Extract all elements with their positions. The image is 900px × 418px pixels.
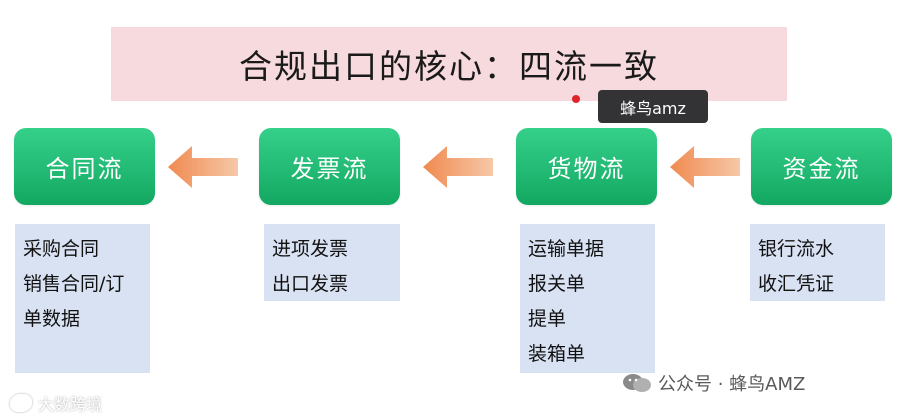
flow-box-funds: 资金流 xyxy=(751,128,892,205)
red-dot-marker xyxy=(572,95,580,103)
doc-item: 销售合同/订 xyxy=(23,273,125,295)
doc-list-funds: 银行流水 收汇凭证 xyxy=(750,224,885,301)
wechat-icon xyxy=(623,374,651,392)
doc-item: 报关单 xyxy=(528,273,586,295)
title-banner: 合规出口的核心：四流一致 xyxy=(111,27,787,101)
doc-item: 收汇凭证 xyxy=(758,273,835,295)
doc-item: 出口发票 xyxy=(272,273,349,295)
left-arrow-icon xyxy=(423,146,493,188)
doc-item: 装箱单 xyxy=(528,343,586,365)
doc-list-goods: 运输单据 报关单 提单 装箱单 xyxy=(520,224,655,373)
watermark-right: 公众号 · 蜂鸟AMZ xyxy=(622,368,805,398)
watermark-right-text: 公众号 · 蜂鸟AMZ xyxy=(658,374,806,395)
watermark-left-text: 大数跨境 xyxy=(38,395,103,414)
diagram-title: 合规出口的核心：四流一致 xyxy=(239,47,659,86)
doc-item: 采购合同 xyxy=(23,238,100,260)
watermark-left: 大数跨境 xyxy=(10,391,102,415)
doc-item: 银行流水 xyxy=(758,238,835,260)
brand-logo-icon xyxy=(10,394,32,412)
doc-item: 进项发票 xyxy=(272,238,349,260)
doc-list-invoice: 进项发票 出口发票 xyxy=(264,224,400,301)
doc-item: 提单 xyxy=(528,308,567,330)
flow-box-invoice: 发票流 xyxy=(259,128,400,205)
left-arrow-icon xyxy=(670,146,740,188)
author-tooltip: 蜂鸟amz xyxy=(598,90,708,123)
left-arrow-icon xyxy=(168,146,238,188)
flow-box-goods: 货物流 xyxy=(516,128,657,205)
doc-item: 运输单据 xyxy=(528,238,605,260)
doc-item: 单数据 xyxy=(23,308,81,330)
doc-list-contract: 采购合同 销售合同/订 单数据 xyxy=(15,224,150,373)
flow-box-contract: 合同流 xyxy=(14,128,155,205)
